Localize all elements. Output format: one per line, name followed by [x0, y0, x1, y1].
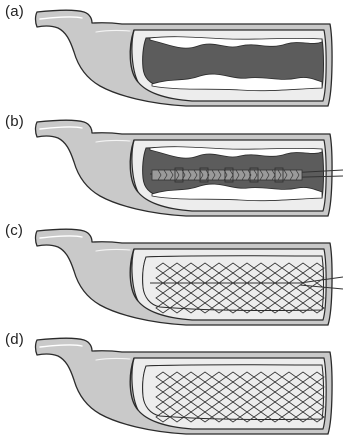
- vessel-drawing-c: [0, 219, 343, 331]
- vessel-drawing-d: [0, 328, 343, 440]
- collapsed-stent: [152, 168, 302, 182]
- panel-a: (a): [0, 0, 343, 112]
- panel-b: (b): [0, 110, 343, 222]
- vessel-drawing-b: [0, 110, 343, 222]
- vessel-drawing-a: [0, 0, 343, 112]
- panel-c: (c): [0, 219, 343, 331]
- panel-d: (d): [0, 328, 343, 440]
